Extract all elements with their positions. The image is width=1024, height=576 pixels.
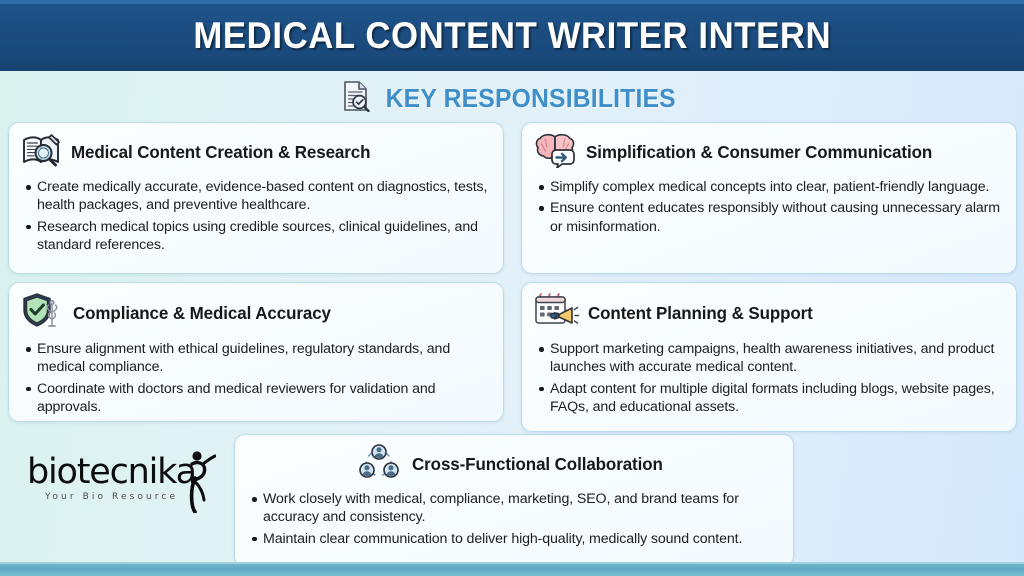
section-title: KEY RESPONSIBILITIES: [385, 83, 676, 113]
card-compliance-medical-accuracy[interactable]: Compliance & Medical Accuracy Ensure ali…: [8, 282, 504, 422]
section-heading: KEY RESPONSIBILITIES: [0, 80, 1024, 117]
list-item: Simplify complex medical concepts into c…: [539, 178, 1004, 196]
card-title: Content Planning & Support: [588, 303, 813, 323]
calendar-megaphone-icon: [534, 292, 580, 335]
three-users-network-icon: [358, 444, 402, 485]
bottom-accent-strip: [0, 564, 1024, 576]
brain-speech-bubble-icon: [534, 132, 578, 173]
list-item: Ensure content educates responsibly with…: [539, 199, 1004, 236]
list-item: Support marketing campaigns, health awar…: [539, 340, 1004, 377]
card-bullet-list: Work closely with medical, compliance, m…: [247, 490, 781, 548]
book-magnifier-icon: [21, 132, 63, 173]
card-medical-content-creation-research[interactable]: Medical Content Creation & Research Crea…: [8, 122, 504, 274]
document-search-icon: [341, 80, 371, 117]
page-title: MEDICAL CONTENT WRITER INTERN: [193, 14, 831, 56]
card-title: Compliance & Medical Accuracy: [73, 303, 331, 323]
card-bullet-list: Support marketing campaigns, health awar…: [534, 340, 1004, 417]
list-item: Create medically accurate, evidence-base…: [26, 178, 491, 215]
card-bullet-list: Simplify complex medical concepts into c…: [534, 178, 1004, 236]
brand-logo: biotecnika Your Bio Resource: [27, 451, 222, 527]
card-bullet-list: Ensure alignment with ethical guidelines…: [21, 340, 491, 417]
list-item: Maintain clear communication to deliver …: [252, 530, 781, 548]
card-header: Cross-Functional Collaboration: [247, 444, 781, 485]
header-top-accent-line: [0, 0, 1024, 4]
shield-check-caduceus-icon: [21, 292, 65, 335]
header-band: MEDICAL CONTENT WRITER INTERN: [0, 0, 1024, 71]
card-content-planning-support[interactable]: Content Planning & Support Support marke…: [521, 282, 1017, 432]
card-simplification-consumer-communication[interactable]: Simplification & Consumer Communication …: [521, 122, 1017, 274]
logo-tagline: Your Bio Resource: [45, 492, 179, 502]
list-item: Adapt content for multiple digital forma…: [539, 380, 1004, 417]
card-header: Medical Content Creation & Research: [21, 132, 491, 173]
bottom-strip-highlight: [0, 562, 1024, 564]
logo-wordmark: biotecnika: [27, 452, 197, 492]
list-item: Coordinate with doctors and medical revi…: [26, 380, 491, 417]
card-title: Medical Content Creation & Research: [71, 142, 371, 162]
list-item: Ensure alignment with ethical guidelines…: [26, 340, 491, 377]
card-cross-functional-collaboration[interactable]: Cross-Functional Collaboration Work clos…: [234, 434, 794, 567]
card-header: Content Planning & Support: [534, 292, 1004, 335]
card-bullet-list: Create medically accurate, evidence-base…: [21, 178, 491, 255]
card-header: Compliance & Medical Accuracy: [21, 292, 491, 335]
list-item: Research medical topics using credible s…: [26, 218, 491, 255]
card-header: Simplification & Consumer Communication: [534, 132, 1004, 173]
card-title: Simplification & Consumer Communication: [586, 142, 933, 162]
list-item: Work closely with medical, compliance, m…: [252, 490, 781, 527]
card-title: Cross-Functional Collaboration: [411, 454, 663, 474]
logo-figure-icon: [170, 447, 217, 518]
